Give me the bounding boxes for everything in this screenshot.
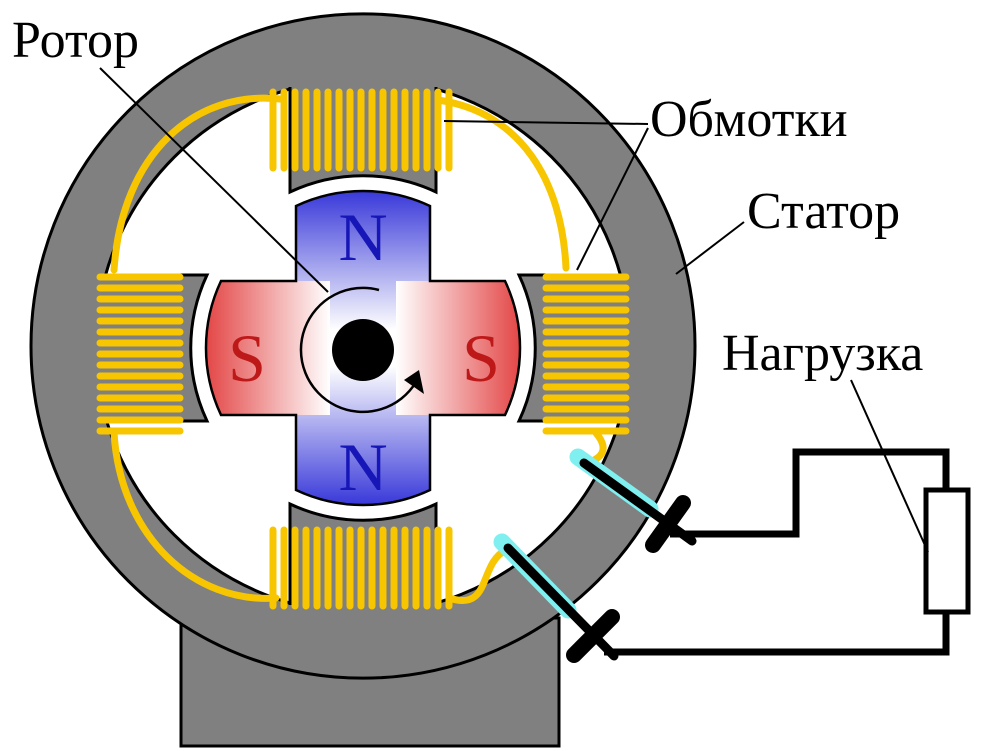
rotor-pole-south-left xyxy=(205,281,330,415)
load-resistor xyxy=(923,487,971,615)
brush-upper xyxy=(645,495,691,553)
rotor-pole-south-right xyxy=(396,281,521,415)
coil-bottom xyxy=(269,526,453,610)
stator-pole-bottom-outline xyxy=(288,501,438,605)
brush-lower xyxy=(566,609,620,663)
rotation-arrow-head-icon xyxy=(404,370,424,394)
label-load: Нагрузка xyxy=(722,325,923,382)
label-windings: Обмотки xyxy=(650,91,848,148)
circuit-wire-lower xyxy=(604,610,950,656)
wire-bottom-to-slipring xyxy=(445,546,510,604)
winding-connections xyxy=(110,94,607,604)
wire-left-to-bottom xyxy=(110,428,280,602)
rotor-outline xyxy=(204,189,522,507)
leader-line-windings-top xyxy=(443,120,649,125)
stator-pole-left-outline xyxy=(104,273,210,423)
leader-line-load xyxy=(850,379,929,553)
coil-top xyxy=(269,88,453,172)
rotor-shaft xyxy=(332,319,394,381)
rotation-arrow-arc xyxy=(299,286,418,414)
circuit-wire-upper xyxy=(670,448,950,538)
stator-pole-top-outline xyxy=(288,87,438,195)
pole-letter-s-right: S xyxy=(462,320,500,396)
leader-line-windings-right xyxy=(576,127,649,271)
wire-top-to-right xyxy=(434,96,570,272)
leader-line-rotor xyxy=(99,67,329,293)
stator-pole-right-outline xyxy=(516,273,622,423)
label-rotor: Ротор xyxy=(12,12,139,69)
wire-top-to-left xyxy=(110,94,284,274)
pole-letter-n-bottom: N xyxy=(338,429,387,505)
pole-letter-s-left: S xyxy=(228,320,266,396)
coil-left xyxy=(96,273,184,435)
leader-line-stator xyxy=(675,221,745,275)
pole-letter-n-top: N xyxy=(338,199,387,275)
label-stator: Статор xyxy=(747,183,900,240)
coil-right xyxy=(542,273,630,435)
